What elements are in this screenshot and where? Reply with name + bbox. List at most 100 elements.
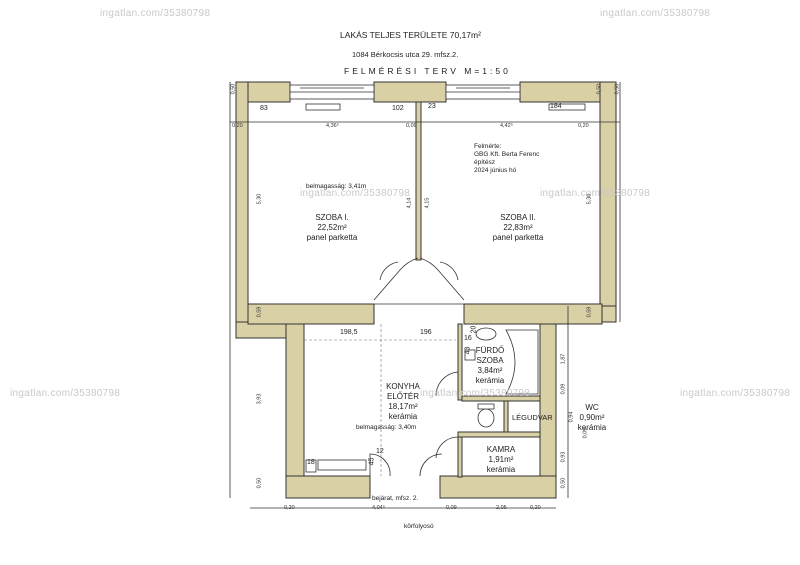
corridor-label: körfolyosó [404, 523, 434, 530]
dim-bottom-205: 2,05 [496, 505, 507, 511]
watermark: ingatlan.com/35380798 [300, 188, 411, 199]
label-18: 18 [307, 459, 315, 466]
dim-bottom-009: 0,09 [446, 505, 457, 511]
dim-right-093: 0,93 [560, 451, 567, 463]
room-wc: WC 0,90m² kerámia [570, 403, 614, 433]
room-area: 1,91m² [488, 455, 514, 464]
wall-right-side [539, 305, 557, 499]
wall-bottom-left [285, 475, 371, 499]
dim-mid-414: 4,14 [406, 197, 413, 209]
dim-top-050: 0,50 [230, 83, 237, 95]
dim-left-393: 3,93 [256, 393, 263, 405]
wall-left-upper [235, 81, 249, 323]
survey-note: Felmérte: GBG Kft. Berta Ferenc építész … [474, 143, 539, 175]
label-20: 20 [470, 325, 478, 334]
label-16: 16 [464, 335, 472, 342]
ceiling-height-upper: belmagasság: 3,41m [306, 183, 367, 190]
dim-top-020b: 0,20 [578, 123, 589, 129]
wall-left-bottom [285, 321, 305, 499]
dim-mid-415: 4,15 [424, 197, 431, 209]
room-kamra: KAMRA 1,91m² kerámia [476, 445, 526, 475]
address: 1084 Bérkocsis utca 29. mfsz.2. [352, 50, 459, 59]
label-184: 184 [550, 103, 562, 110]
counter-kitchen [317, 459, 367, 471]
room-name: KAMRA [486, 445, 516, 454]
bathtub [505, 329, 539, 395]
door-arcs [369, 371, 459, 477]
watermark: ingatlan.com/35380798 [10, 388, 121, 399]
dim-top-009: 0,09 [406, 123, 417, 129]
room-floor: panel parketta [306, 233, 358, 242]
wall-mid-left [247, 303, 375, 325]
dim-right-009a: 0,09 [560, 383, 567, 395]
dim-right-top-050: 0,50 [614, 83, 621, 95]
ceiling-height-lower: belmagasság: 3,40m [356, 424, 417, 431]
door-double-rooms [373, 257, 465, 305]
room-szoba-2: SZOBA II. 22,83m² panel parketta [478, 213, 558, 243]
room-name: KONYHA [386, 382, 420, 391]
label-83: 83 [260, 105, 268, 112]
dim-bottom-020a: 0,20 [284, 505, 295, 511]
survey-line: Felmérte: [474, 143, 502, 150]
partition-bath-bottom [461, 395, 541, 402]
window-left [289, 84, 375, 100]
room-floor: kerámia [475, 376, 505, 385]
entrance-label: bejárat, mfsz. 2. [372, 495, 419, 502]
label-45: 45 [368, 457, 376, 466]
watermark: ingatlan.com/35380798 [680, 388, 791, 399]
dim-right-187: 1,87 [560, 353, 567, 365]
room-floor: kerámia [486, 465, 516, 474]
dim-right-530: 5,30 [586, 193, 593, 205]
scale-title: FELMÉRÉSI TERV M=1:50 [344, 66, 511, 76]
partition-wc [503, 400, 509, 436]
dim-top-442: 4,42⁵ [500, 123, 513, 129]
partition-kamra-left [457, 436, 463, 478]
dimension-lines [229, 82, 621, 509]
label-102: 102 [392, 105, 404, 112]
plan-title: LAKÁS TELJES TERÜLETE 70,17m² [340, 30, 481, 40]
room-name: SZOBA [476, 356, 504, 365]
dim-left-059: 0,59 [256, 306, 263, 318]
partition-bath-left [457, 323, 463, 401]
survey-line: 2024 június hó [474, 167, 517, 174]
stove [305, 459, 317, 473]
survey-line: GBG Kft. Berta Ferenc [474, 151, 540, 158]
window-right [445, 84, 521, 100]
dim-top-020a: 0,20 [232, 123, 243, 129]
partition-rooms [415, 101, 422, 261]
dim-right-009b: 0,09 [582, 427, 589, 439]
walls [235, 81, 617, 499]
room-furdoszoba: FÜRDŐ SZOBA 3,84m² kerámia [468, 346, 512, 386]
room-legudvar: LÉGUDVAR [512, 413, 553, 422]
room-name: FÜRDŐ [475, 346, 505, 355]
room-name: WC [585, 403, 599, 412]
wall-right [599, 81, 617, 323]
radiator-left [305, 103, 341, 111]
radiator-right [548, 103, 586, 111]
room-area: 22,52m² [317, 223, 347, 232]
room-szoba-1: SZOBA I. 22,52m² panel parketta [292, 213, 372, 243]
dim-right-top-020: 0,50 [596, 83, 603, 95]
dim-right-094: 0,94 [568, 411, 575, 423]
dim-right-050a: 0,50 [560, 477, 567, 489]
dim-left-bottom-050: 0,50 [256, 477, 263, 489]
room-name: SZOBA I. [315, 213, 349, 222]
partition-kamra-top [457, 431, 541, 438]
survey-line: építész [474, 159, 495, 166]
room-area: 0,90m² [579, 413, 605, 422]
sink [475, 327, 497, 341]
room-area: 18,17m² [388, 402, 418, 411]
watermark: ingatlan.com/35380798 [600, 8, 711, 19]
label-196: 196 [420, 329, 432, 336]
wall-mid-right [463, 303, 603, 325]
label-12: 12 [376, 448, 384, 455]
room-area: 3,84m² [477, 366, 503, 375]
dim-bottom-020b: 0,20 [530, 505, 541, 511]
toilet [477, 408, 495, 428]
dim-right-059: 0,59 [586, 306, 593, 318]
dim-top-436: 4,36⁵ [326, 123, 339, 129]
room-name: ELŐTÉR [386, 392, 419, 401]
label-198: 198,5 [340, 329, 358, 336]
label-23: 23 [428, 103, 436, 110]
